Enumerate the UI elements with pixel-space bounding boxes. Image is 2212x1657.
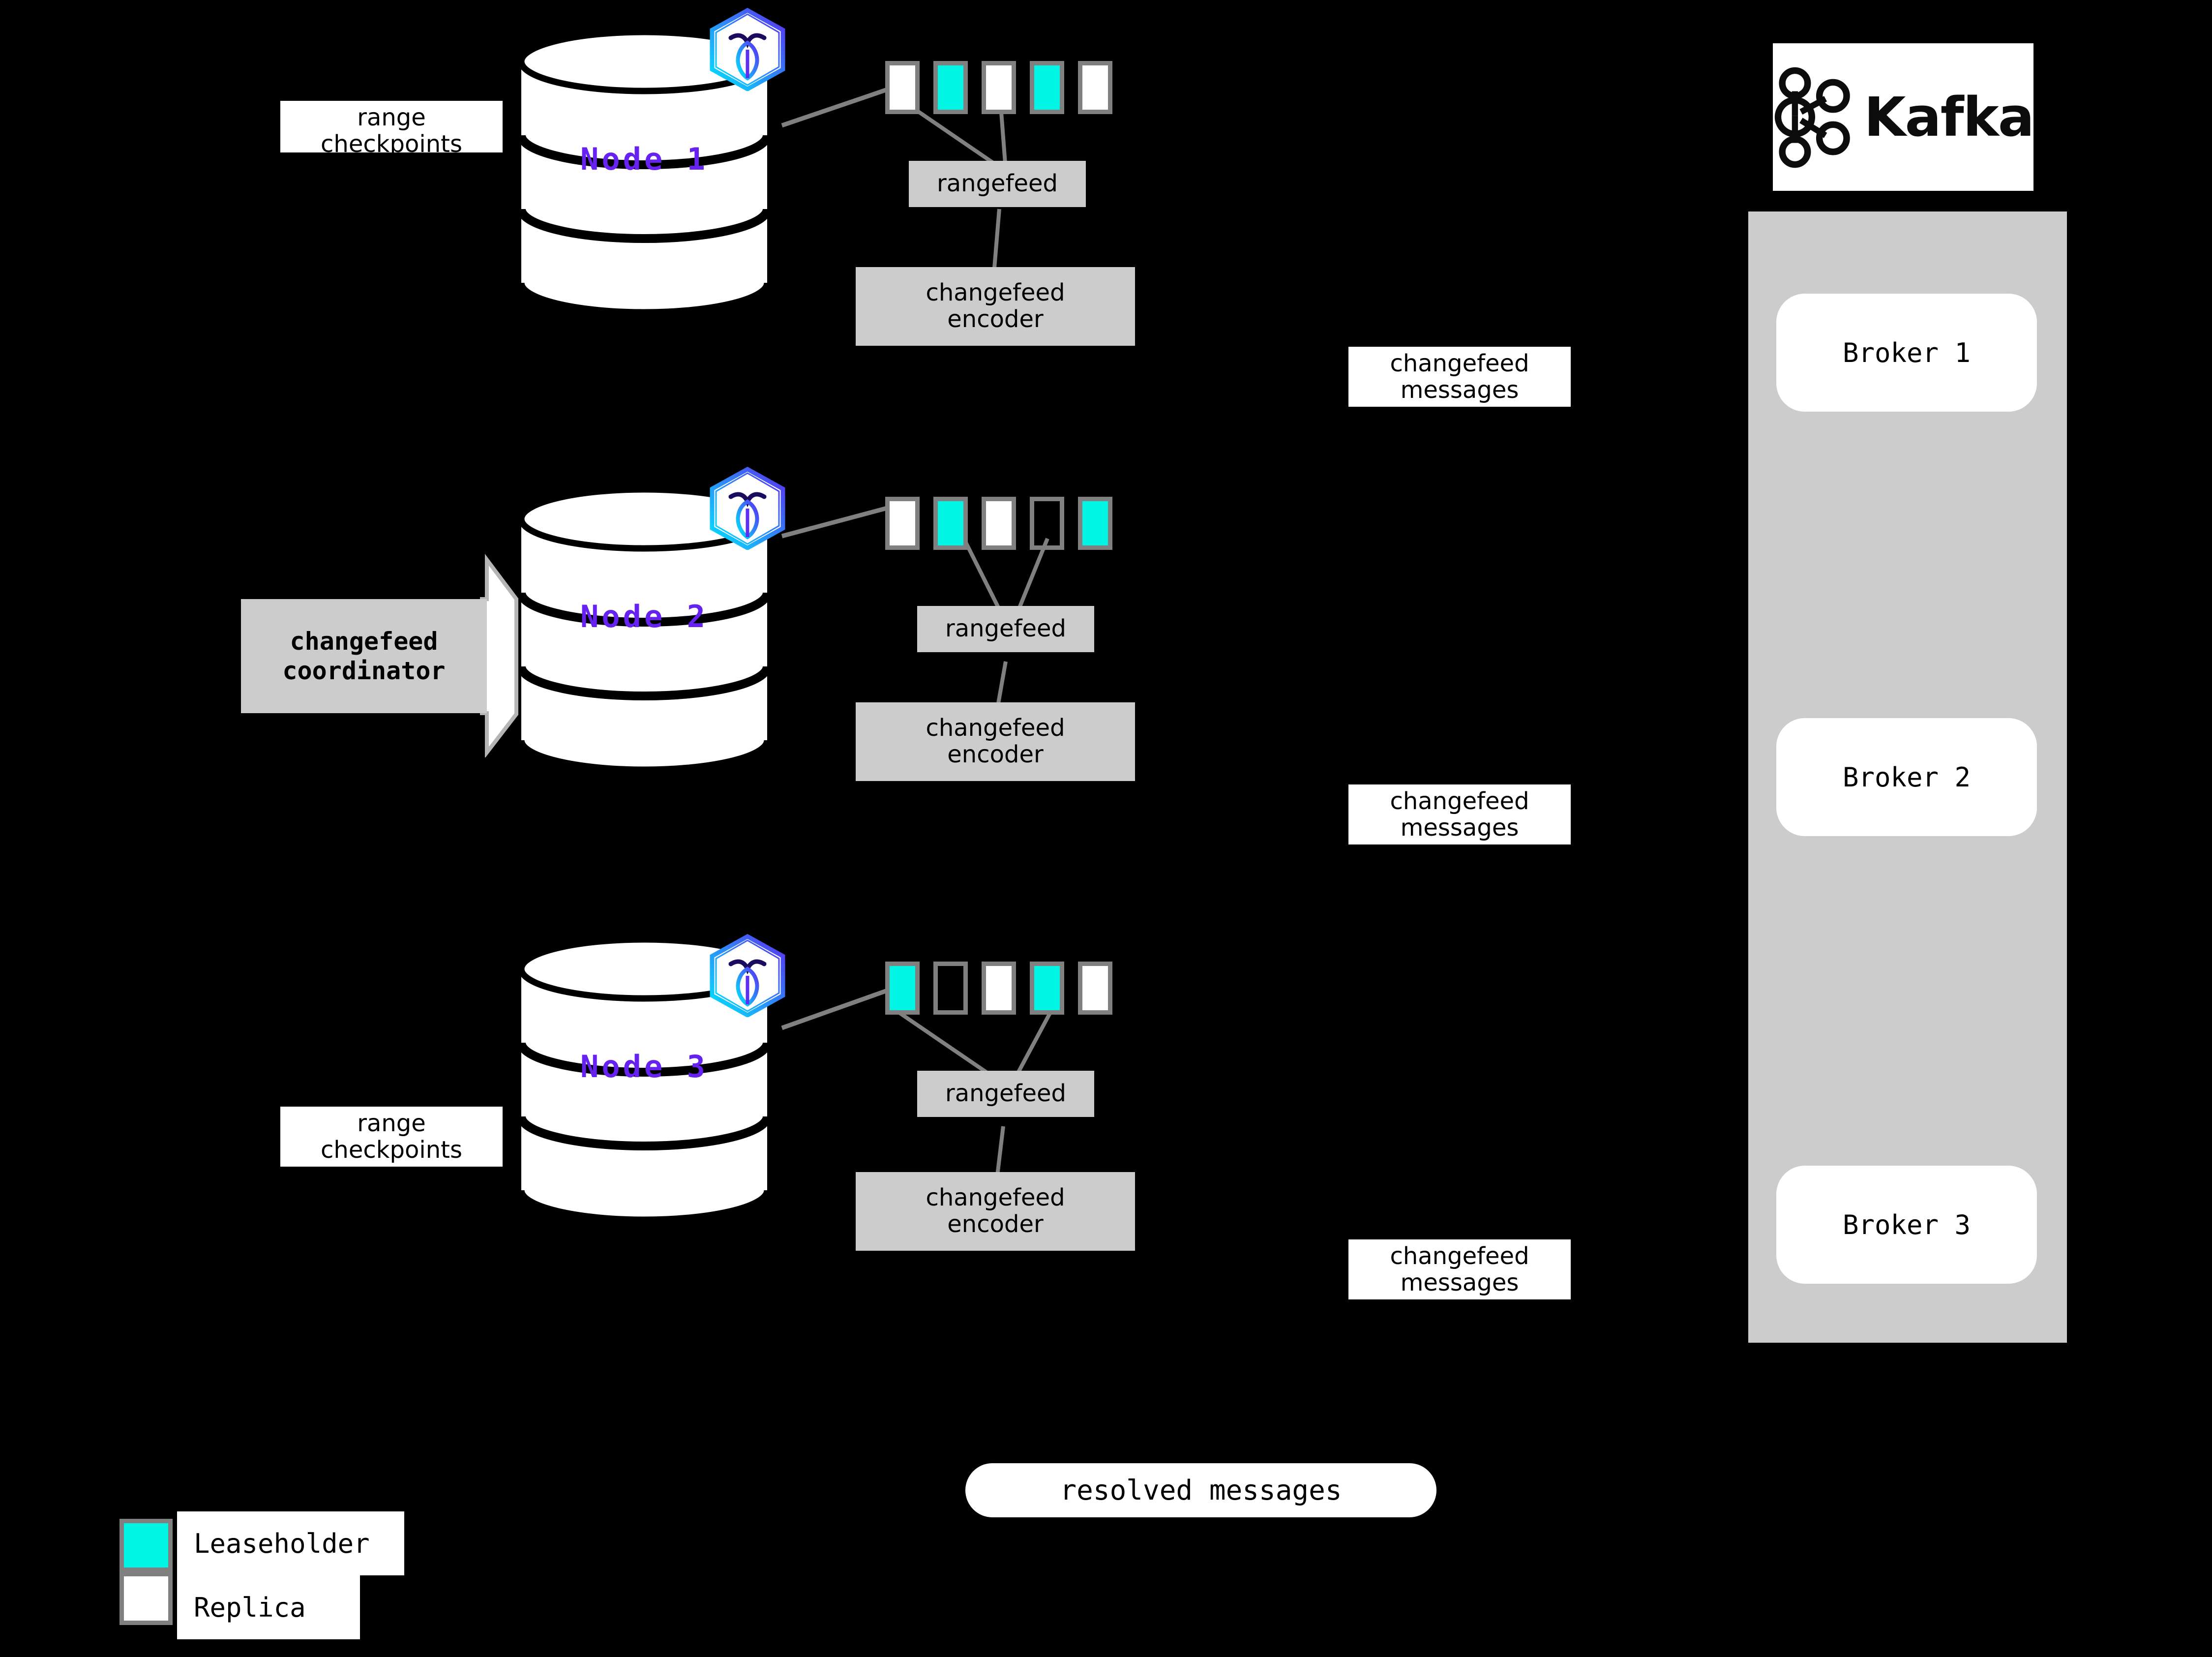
range-box xyxy=(1078,61,1112,114)
changefeed-messages-label-3: changefeed messages xyxy=(1348,1239,1571,1299)
changefeed-messages-label-2: changefeed messages xyxy=(1348,784,1571,844)
cockroachdb-logo-icon xyxy=(708,466,787,551)
range-box xyxy=(1030,61,1064,114)
node-cylinder-1: Node 1 xyxy=(516,27,772,317)
changefeed-messages-line1: changefeed xyxy=(1390,787,1529,815)
changefeed-encoder-box-1: changefeed encoder xyxy=(856,267,1135,346)
kafka-logo: Kafka xyxy=(1773,43,2034,191)
node-label-2: Node 2 xyxy=(580,599,708,634)
legend-swatch-replica xyxy=(120,1572,173,1625)
changefeed-encoder-box-3: changefeed encoder xyxy=(856,1172,1135,1251)
cylinder-shape-icon xyxy=(517,29,772,316)
legend-label-replica: Replica xyxy=(177,1575,360,1639)
changefeed-messages-line2: messages xyxy=(1400,813,1519,842)
encoder-label-line2: encoder xyxy=(947,305,1044,333)
range-checkpoints-label-top: range checkpoints xyxy=(280,101,503,157)
changefeed-messages-line1: changefeed xyxy=(1390,350,1529,377)
changefeed-messages-line1: changefeed xyxy=(1390,1242,1529,1270)
range-box xyxy=(885,497,920,550)
encoder-label-line2: encoder xyxy=(947,741,1044,768)
changefeed-messages-line2: messages xyxy=(1400,376,1519,404)
rangefeed-box-3: rangefeed xyxy=(917,1071,1094,1117)
range-box xyxy=(982,497,1016,550)
range-box xyxy=(933,61,968,114)
kafka-node-graph-icon xyxy=(1774,67,1850,168)
cockroachdb-logo-icon xyxy=(708,7,787,92)
range-checkpoints-line1: range xyxy=(357,104,426,131)
broker-3[interactable]: Broker 3 xyxy=(1776,1166,2037,1284)
rangefeed-box-2: rangefeed xyxy=(917,606,1094,652)
changefeed-messages-label-1: changefeed messages xyxy=(1348,347,1571,407)
range-box xyxy=(885,962,920,1015)
legend-label-leaseholder: Leaseholder xyxy=(177,1511,404,1575)
cylinder-shape-icon xyxy=(517,936,772,1223)
range-box xyxy=(1030,962,1064,1015)
range-box xyxy=(933,962,968,1015)
range-checkpoints-line2: checkpoints xyxy=(321,130,462,158)
kafka-wordmark: Kafka xyxy=(1864,86,2034,149)
range-box xyxy=(885,61,920,114)
range-checkpoints-line2: checkpoints xyxy=(321,1136,462,1164)
legend-swatch-leaseholder xyxy=(120,1519,173,1572)
cockroachdb-logo-icon xyxy=(708,934,787,1018)
range-checkpoints-line1: range xyxy=(357,1110,426,1137)
node-label-3: Node 3 xyxy=(580,1049,708,1085)
encoder-label-line1: changefeed xyxy=(926,279,1065,307)
node-cylinder-2: Node 2 xyxy=(516,484,772,775)
node-cylinder-3: Node 3 xyxy=(516,934,772,1225)
broker-1[interactable]: Broker 1 xyxy=(1776,294,2037,412)
encoder-label-line1: changefeed xyxy=(926,1184,1065,1212)
rangefeed-box-1: rangefeed xyxy=(909,161,1086,207)
encoder-label-line2: encoder xyxy=(947,1210,1044,1238)
range-box xyxy=(982,61,1016,114)
range-box xyxy=(1030,497,1064,550)
changefeed-messages-line2: messages xyxy=(1400,1268,1519,1296)
changefeed-coordinator-callout: changefeed coordinator xyxy=(241,551,802,757)
range-box xyxy=(1078,962,1112,1015)
broker-2[interactable]: Broker 2 xyxy=(1776,718,2037,836)
resolved-messages-pill: resolved messages xyxy=(965,1463,1436,1517)
node-label-1: Node 1 xyxy=(580,141,708,177)
encoder-label-line1: changefeed xyxy=(926,714,1065,742)
coordinator-label-line2: coordinator xyxy=(282,657,446,685)
range-checkpoints-label-bottom: range checkpoints xyxy=(280,1107,503,1167)
coordinator-label-line1: changefeed xyxy=(290,627,438,656)
range-box xyxy=(982,962,1016,1015)
changefeed-encoder-box-2: changefeed encoder xyxy=(856,702,1135,781)
range-box xyxy=(933,497,968,550)
changefeed-coordinator-box: changefeed coordinator xyxy=(241,599,487,713)
range-box xyxy=(1078,497,1112,550)
cylinder-shape-icon xyxy=(517,486,772,773)
